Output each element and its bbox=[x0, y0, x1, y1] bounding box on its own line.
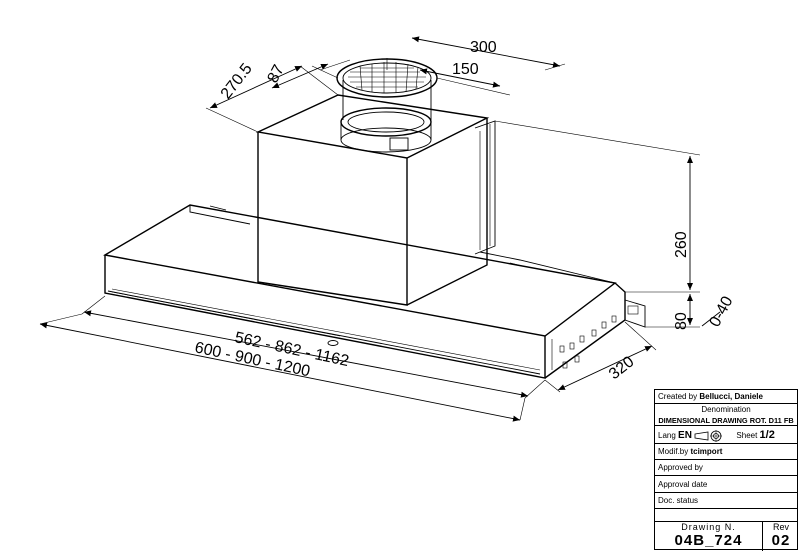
dimension-0-40: 0-40 bbox=[701, 294, 737, 330]
dimension-260: 260 bbox=[494, 120, 701, 293]
revision-label: Rev bbox=[772, 522, 789, 532]
drawing-number-row: Drawing N. 04B_724 Rev 02 bbox=[655, 509, 797, 551]
dimension-inner-widths: 562 - 862 - 1162 bbox=[81, 295, 546, 399]
drawing-number-label: Drawing N. bbox=[681, 522, 736, 532]
motor-assembly bbox=[336, 58, 438, 153]
modif-label: Modif.by bbox=[658, 447, 689, 456]
created-row: Created by Bellucci, Daniele bbox=[655, 390, 797, 404]
approved-row: Approved by bbox=[655, 460, 797, 476]
dimension-80: 80 bbox=[645, 294, 700, 330]
sheet-label: Sheet bbox=[736, 431, 758, 440]
title-block: Created by Bellucci, Daniele Denominatio… bbox=[654, 389, 798, 551]
lang-label: Lang bbox=[658, 431, 676, 440]
dim-300-label: 300 bbox=[470, 39, 497, 56]
canopy-body bbox=[103, 204, 646, 379]
dimension-300: 300 bbox=[319, 36, 566, 71]
revision-cell: Rev 02 bbox=[763, 521, 797, 551]
dimension-150: 150 bbox=[386, 58, 511, 96]
projection-symbol-icon bbox=[694, 429, 723, 442]
sheet-value: 1/2 bbox=[759, 429, 775, 441]
drawing-number-value: 04B_724 bbox=[674, 532, 743, 549]
doc-status-label: Doc. status bbox=[658, 496, 699, 505]
doc-status-row: Doc. status bbox=[655, 493, 797, 509]
approval-date-label: Approval date bbox=[658, 480, 708, 489]
dim-150-label: 150 bbox=[452, 61, 479, 78]
denomination-row: Denomination DIMENSIONAL DRAWING ROT. D1… bbox=[655, 404, 797, 426]
created-label: Created by bbox=[658, 392, 698, 401]
dim-80-label: 80 bbox=[673, 312, 690, 330]
denomination-label: Denomination bbox=[701, 405, 751, 414]
approved-label: Approved by bbox=[658, 463, 703, 472]
denomination-value: DIMENSIONAL DRAWING ROT. D11 FB bbox=[658, 416, 794, 425]
dim-320-label: 320 bbox=[606, 353, 638, 383]
dim-0-40-label: 0-40 bbox=[707, 294, 737, 330]
lang-value: EN bbox=[678, 430, 692, 441]
dimension-320: 320 bbox=[544, 321, 657, 393]
created-value: Bellucci, Daniele bbox=[699, 392, 763, 401]
dimension-outer-widths: 600 - 900 - 1200 bbox=[39, 313, 526, 422]
grille-bars bbox=[348, 62, 426, 93]
modif-row: Modif.by tcimport bbox=[655, 444, 797, 460]
drawing-number-cell: Drawing N. 04B_724 bbox=[655, 521, 763, 551]
lang-row: Lang EN Sheet 1/2 bbox=[655, 426, 797, 444]
dim-260-label: 260 bbox=[673, 231, 690, 258]
approval-date-row: Approval date bbox=[655, 476, 797, 493]
modif-value: tcimport bbox=[690, 447, 723, 456]
revision-value: 02 bbox=[771, 532, 791, 549]
chimney-box bbox=[255, 94, 496, 306]
